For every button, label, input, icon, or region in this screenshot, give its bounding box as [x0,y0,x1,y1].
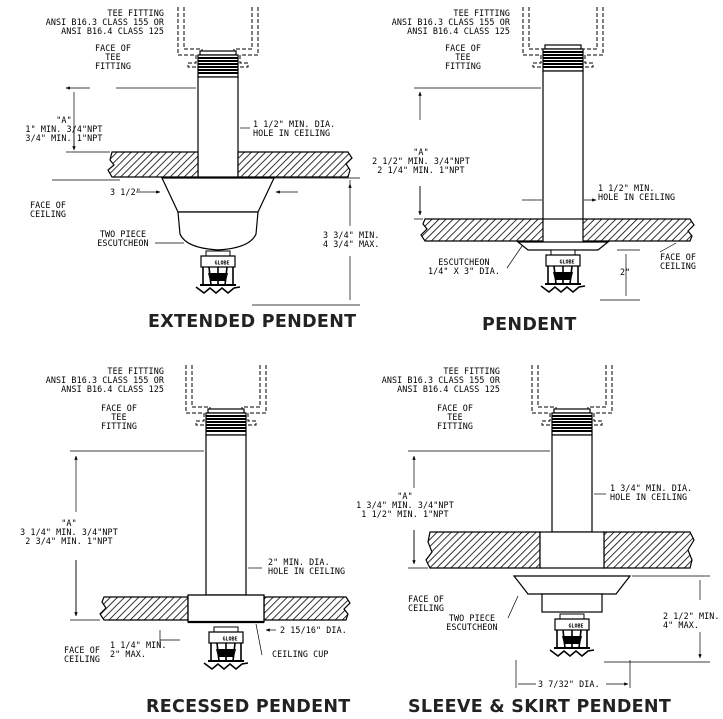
extended-tee-fitting-label: TEE FITTING ANSI B16.3 CLASS 155 OR ANSI… [45,8,164,37]
extended-dim-3-1-2-label: 3 1/2" [110,187,141,197]
extended-face-of-ceiling-label: FACE OF CEILING [30,200,66,220]
sleeve-escutcheon-label: TWO PIECE ESCUTCHEON [446,613,498,633]
sleeve-dia-label: 3 7/32" DIA. [538,679,600,689]
extended-vertical-dim-label: 3 3/4" MIN. 4 3/4" MAX. [323,230,380,250]
extended-escutcheon-label: TWO PIECE ESCUTCHEON [97,229,149,249]
sleeve-face-of-ceiling-label: FACE OF CEILING [408,594,444,614]
sleeve-hole-label: 1 3/4" MIN. DIA. HOLE IN CEILING [610,483,693,503]
pendent-face-of-tee-label: FACE OF TEE FITTING [445,43,481,72]
pendent-tee-fitting-label: TEE FITTING ANSI B16.3 CLASS 155 OR ANSI… [391,8,510,37]
pendent-title: PENDENT [482,315,577,335]
pendent-dim-2-label: 2" [620,267,631,277]
pendent-dim-a-label: "A" 2 1/2" MIN. 3/4"NPT 2 1/4" MIN. 1"NP… [372,147,470,176]
panel-recessed-pendent [70,364,351,670]
extended-hole-label: 1 1/2" MIN. DIA. HOLE IN CEILING [253,119,336,139]
recessed-face-of-ceiling-label: FACE OF CEILING [64,645,100,665]
recessed-pendent-title: RECESSED PENDENT [146,697,351,717]
recessed-recess-dim-label: 1 1/4" MIN. 2" MAX. [110,640,167,660]
extended-dim-a-label: "A" 1" MIN. 3/4"NPT 3/4" MIN. 1"NPT [25,115,103,144]
panel-pendent [414,6,695,301]
panel-extended-pendent [52,6,360,306]
extended-pendent-title: EXTENDED PENDENT [148,312,357,332]
pendent-escutcheon-label: ESCUTCHEON 1/4" X 3" DIA. [428,257,500,277]
sleeve-skirt-pendent-title: SLEEVE & SKIRT PENDENT [408,697,672,717]
recessed-tee-fitting-label: TEE FITTING ANSI B16.3 CLASS 155 OR ANSI… [45,366,164,395]
sleeve-vertical-dim-label: 2 1/2" MIN. 4" MAX. [663,611,720,631]
recessed-cup-dia-label: 2 15/16" DIA. [280,625,347,635]
recessed-ceiling-cup-label: CEILING CUP [272,649,329,659]
recessed-face-of-tee-label: FACE OF TEE FITTING [101,403,137,432]
recessed-dim-a-label: "A" 3 1/4" MIN. 3/4"NPT 2 3/4" MIN. 1"NP… [20,518,118,547]
sleeve-tee-fitting-label: TEE FITTING ANSI B16.3 CLASS 155 OR ANSI… [381,366,500,395]
pendent-hole-label: 1 1/2" MIN. HOLE IN CEILING [598,183,676,203]
extended-face-of-tee-label: FACE OF TEE FITTING [95,43,131,72]
sleeve-face-of-tee-label: FACE OF TEE FITTING [437,403,473,432]
recessed-hole-label: 2" MIN. DIA. HOLE IN CEILING [268,557,346,577]
sleeve-dim-a-label: "A" 1 3/4" MIN. 3/4"NPT 1 1/2" MIN. 1"NP… [356,491,454,520]
pendent-face-of-ceiling-label: FACE OF CEILING [660,252,696,272]
panel-sleeve-skirt-pendent [408,364,710,688]
